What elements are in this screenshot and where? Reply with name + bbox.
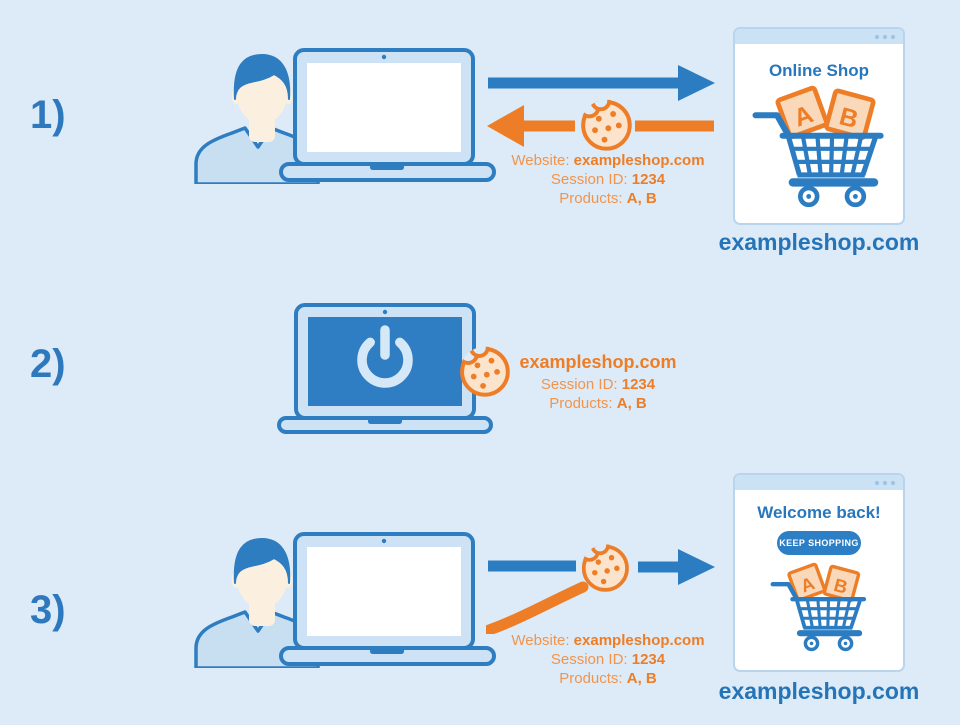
window-control-dot (883, 34, 887, 39)
window-control-dot (891, 34, 895, 39)
cookie-icon (577, 95, 634, 152)
step-3-label: 3) (30, 588, 66, 632)
shop-page-title: Online Shop (768, 61, 870, 80)
window-control-dot (891, 480, 895, 485)
cookie-site-heading: exampleshop.com (519, 352, 677, 372)
response-arrow-icon (487, 105, 714, 147)
cookie-info-line: Products: A, B (549, 395, 647, 412)
cookie-info-line: Website: exampleshop.com (511, 152, 705, 169)
cookie-info-line: Session ID: 1234 (550, 171, 666, 188)
cookie-info-line: Website: exampleshop.com (511, 632, 705, 649)
welcome-back-title: Welcome back! (757, 503, 881, 522)
shopping-cart-icon (768, 561, 870, 653)
site-label: exampleshop.com (718, 678, 920, 704)
cookie-info-line: Session ID: 1234 (540, 376, 656, 393)
browser-titlebar (735, 475, 903, 490)
shopping-cart-icon (749, 83, 889, 210)
request-arrow-icon (488, 65, 715, 101)
shop-browser-window: Welcome back! KEEP SHOPPING (733, 473, 905, 672)
cookie-data-step2: exampleshop.com Session ID: 1234 Product… (498, 351, 698, 413)
cookie-info-line: Products: A, B (559, 190, 657, 207)
cookie-icon (578, 540, 631, 593)
cookie-info-line: Session ID: 1234 (550, 651, 666, 668)
cookie-info-line: Products: A, B (559, 670, 657, 687)
step-1-label: 1) (30, 93, 66, 137)
site-label: exampleshop.com (718, 229, 920, 255)
step-2-label: 2) (30, 342, 66, 386)
window-control-dot (883, 480, 887, 485)
cookie-data-step1: Website: exampleshop.com Session ID: 123… (496, 151, 720, 208)
window-control-dot (875, 34, 879, 39)
browser-titlebar (735, 29, 903, 44)
keep-shopping-button: KEEP SHOPPING (777, 531, 861, 555)
cookie-return-arrow-icon (486, 549, 715, 634)
window-control-dot (875, 480, 879, 485)
shop-browser-window: Online Shop (733, 27, 905, 225)
user-at-laptop-illustration (186, 528, 496, 668)
user-at-laptop-illustration (186, 44, 496, 184)
cookie-data-step3: Website: exampleshop.com Session ID: 123… (496, 631, 720, 688)
